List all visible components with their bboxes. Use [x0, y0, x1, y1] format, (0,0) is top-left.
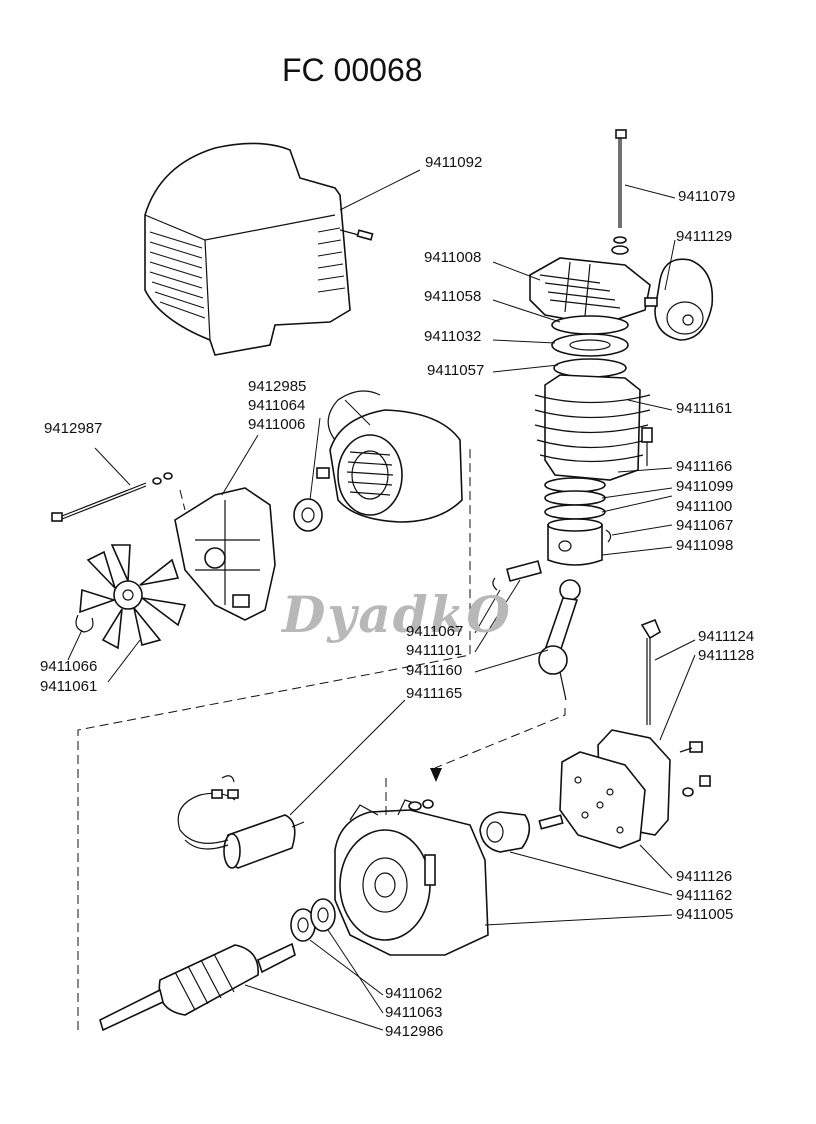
connecting-rod	[538, 579, 581, 701]
part-label-9412987: 9412987	[44, 420, 103, 437]
part-label-9411063: 9411063	[385, 1004, 443, 1021]
part-label-9411160: 9411160	[406, 662, 463, 679]
dipstick	[640, 618, 662, 725]
part-label-9411098: 9411098	[676, 537, 734, 554]
part-label-9411066: 9411066	[40, 658, 98, 675]
capacitor	[177, 775, 305, 869]
part-label-9411067-pin-clip: 9411067	[406, 623, 464, 640]
head-bolt	[611, 129, 629, 255]
part-label-9412985: 9412985	[248, 378, 307, 395]
part-label-9411062: 9411062	[385, 985, 443, 1002]
part-label-9412986: 9412986	[385, 1023, 444, 1040]
part-label-9411079: 9411079	[678, 188, 736, 205]
leader-lines	[67, 169, 696, 1031]
bearing-motor-front	[293, 498, 323, 532]
diagram-title: FC 00068	[282, 52, 423, 88]
crankcase	[334, 799, 489, 956]
part-label-9411064: 9411064	[248, 397, 306, 414]
part-label-9411058: 9411058	[424, 288, 482, 305]
part-label-9411057: 9411057	[427, 362, 485, 379]
watermark: DyadkO	[282, 585, 512, 644]
part-label-9411101: 9411101	[406, 642, 463, 659]
assembly-arrow	[430, 768, 442, 782]
part-label-9411099: 9411099	[676, 478, 734, 495]
fan-bracket	[174, 487, 276, 621]
part-label-9411165: 9411165	[406, 685, 463, 702]
rotor	[99, 942, 296, 1032]
part-label-9411006: 9411006	[248, 416, 306, 433]
part-label-9411128: 9411128	[698, 647, 755, 664]
assembly-guides	[77, 445, 566, 1030]
part-label-9411126: 9411126	[676, 868, 733, 885]
part-label-9411166: 9411166	[676, 458, 733, 475]
wrist-pin	[492, 560, 542, 591]
motor-stator	[316, 390, 463, 523]
part-label-9411005: 9411005	[676, 906, 734, 923]
part-label-9411032: 9411032	[424, 328, 482, 345]
part-label-9411124: 9411124	[698, 628, 755, 645]
bearing-rotor	[290, 898, 336, 942]
part-label-9411067-piston-clip: 9411067	[676, 517, 734, 534]
part-label-9411061: 9411061	[40, 678, 98, 695]
cover-shroud	[144, 142, 374, 356]
cooling-fan	[75, 544, 187, 650]
crank-eccentric	[479, 811, 564, 853]
part-label-9411161: 9411161	[676, 400, 733, 417]
tie-rod	[51, 472, 173, 522]
valve-plate-stack	[551, 315, 629, 378]
air-filter	[644, 258, 714, 341]
part-label-9411162: 9411162	[676, 887, 733, 904]
part-label-9411008: 9411008	[424, 249, 482, 266]
part-label-9411129: 9411129	[676, 228, 733, 245]
cylinder	[534, 374, 653, 481]
part-label-9411092: 9411092	[425, 154, 483, 171]
side-cover	[559, 729, 711, 849]
piston-assembly	[544, 477, 612, 566]
cylinder-head	[529, 257, 651, 326]
part-label-9411100: 9411100	[676, 498, 733, 515]
